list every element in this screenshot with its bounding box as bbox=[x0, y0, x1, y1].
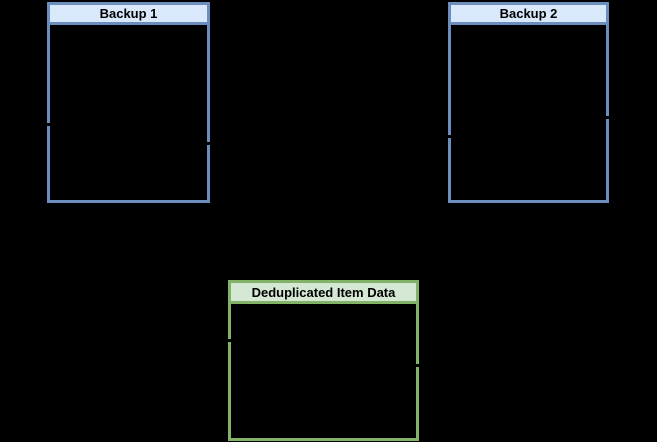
connector-stub-backup2-right bbox=[604, 116, 611, 119]
backup-2-box: Backup 2 bbox=[448, 2, 609, 203]
backup-2-title: Backup 2 bbox=[499, 6, 558, 21]
backup-1-body bbox=[50, 25, 207, 200]
backup-1-title: Backup 1 bbox=[99, 6, 158, 21]
deduplicated-item-data-header: Deduplicated Item Data bbox=[231, 283, 416, 304]
deduplicated-item-data-body bbox=[231, 304, 416, 438]
backup-2-body bbox=[451, 25, 606, 200]
deduplicated-item-data-title: Deduplicated Item Data bbox=[251, 284, 396, 300]
connector-stub-backup2-left bbox=[446, 135, 453, 138]
connector-stub-dedup-left bbox=[226, 339, 233, 342]
backup-1-box: Backup 1 bbox=[47, 2, 210, 203]
backup-2-header: Backup 2 bbox=[451, 5, 606, 25]
backup-1-header: Backup 1 bbox=[50, 5, 207, 25]
deduplicated-item-data-box: Deduplicated Item Data bbox=[228, 280, 419, 441]
connector-stub-backup1-left bbox=[45, 123, 52, 126]
connector-stub-dedup-right bbox=[414, 364, 421, 367]
connector-stub-backup1-right bbox=[205, 142, 212, 145]
